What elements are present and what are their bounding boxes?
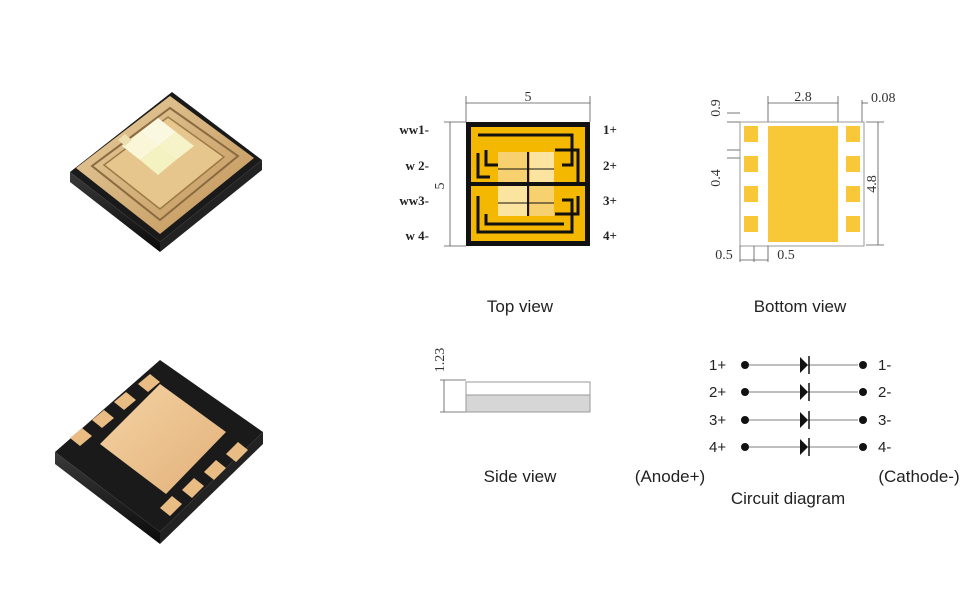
bottom-view-dim-height: 4.8 <box>865 175 880 193</box>
side-view-dim-thickness: 1.23 <box>433 348 448 373</box>
top-view-pin-left-1: ww1- <box>399 122 429 137</box>
circuit-row-2: 2+ 2- <box>709 383 891 401</box>
top-view-pin-right-2: 2+ <box>603 158 617 173</box>
circuit-left-label-1: 1+ <box>709 357 726 374</box>
diode-icon <box>800 384 808 400</box>
diode-icon <box>800 439 808 455</box>
side-view-substrate <box>465 394 591 413</box>
top-view-pin-right-3: 3+ <box>603 193 617 208</box>
bottom-view: 2.8 0.08 0.9 0.4 4.8 0.5 0.5 <box>709 90 896 316</box>
top-view-dim-width: 5 <box>525 90 532 105</box>
circuit-diagram: 1+ 1- 2+ 2- 3+ 3- 4+ <box>635 356 960 508</box>
circuit-left-label-2: 2+ <box>709 384 726 401</box>
top-view-pin-left-2: w 2- <box>406 158 429 173</box>
circuit-left-label-4: 4+ <box>709 439 726 456</box>
circuit-right-label-4: 4- <box>878 439 891 456</box>
bottom-view-dim-pad-width: 0.5 <box>715 248 733 263</box>
bottom-view-dim-pad-pitch: 0.4 <box>709 169 724 187</box>
bottom-view-dim-gap: 0.08 <box>871 91 896 106</box>
diode-icon <box>800 357 808 373</box>
side-view-lens <box>465 381 591 396</box>
bottom-view-center-pad <box>768 126 838 242</box>
circuit-right-label-2: 2- <box>878 384 891 401</box>
side-view-caption: Side view <box>484 467 557 486</box>
top-view-pin-right-4: 4+ <box>603 228 617 243</box>
led-photo-bottom <box>55 360 263 544</box>
circuit-caption: Circuit diagram <box>731 489 845 508</box>
side-view: 1.23 Side view <box>433 348 591 486</box>
circuit-right-label-1: 1- <box>878 357 891 374</box>
bottom-view-dim-pad-gap: 0.5 <box>777 248 795 263</box>
top-view-pin-left-4: w 4- <box>406 228 429 243</box>
diode-icon <box>800 412 808 428</box>
circuit-left-label-3: 3+ <box>709 412 726 429</box>
top-view: 5 5 ww1- w 2- ww3- w 4- 1+ 2+ 3+ 4+ <box>399 90 617 316</box>
circuit-row-4: 4+ 4- <box>709 438 891 456</box>
top-view-pin-left-3: ww3- <box>399 193 429 208</box>
top-view-dim-height: 5 <box>433 183 448 190</box>
circuit-row-3: 3+ 3- <box>709 411 891 429</box>
led-photo-top <box>70 92 262 252</box>
top-view-pin-right-1: 1+ <box>603 122 617 137</box>
bottom-view-dim-top: 0.9 <box>709 99 724 117</box>
top-view-caption: Top view <box>487 297 554 316</box>
bottom-view-caption: Bottom view <box>754 297 847 316</box>
circuit-row-1: 1+ 1- <box>709 356 891 374</box>
circuit-cathode-label: (Cathode-) <box>878 467 959 486</box>
bottom-view-dim-center-width: 2.8 <box>794 90 812 105</box>
circuit-right-label-3: 3- <box>878 412 891 429</box>
circuit-anode-label: (Anode+) <box>635 467 705 486</box>
